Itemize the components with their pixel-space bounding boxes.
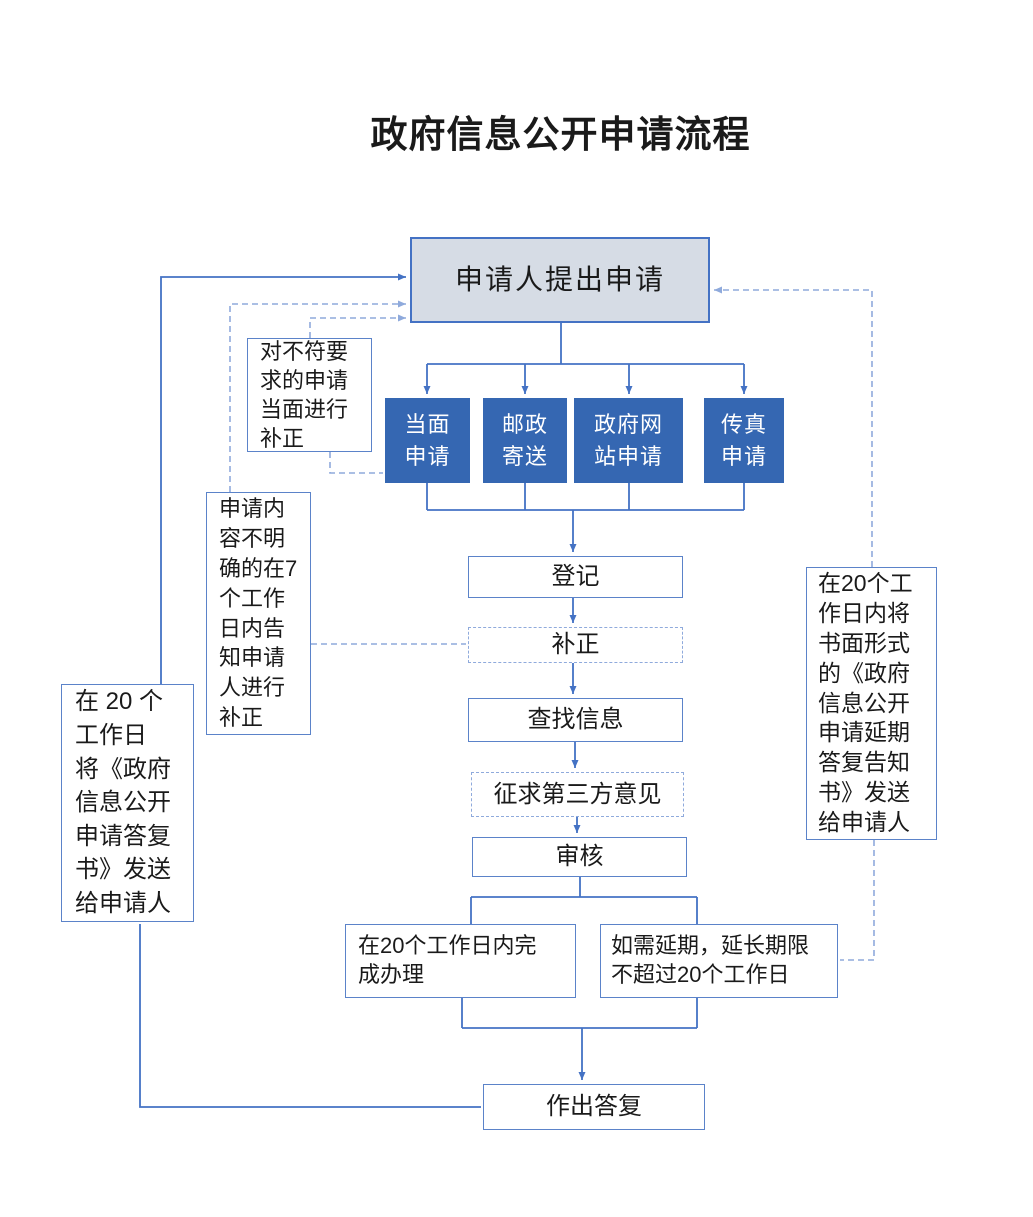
annotation-send-reply-20days: 在 20 个 工作日 将《政府 信息公开 申请答复 书》发送 给申请人	[61, 684, 194, 922]
extend-node: 如需延期，延长期限 不超过20个工作日	[600, 924, 838, 998]
register-node: 登记	[468, 556, 683, 598]
dashed-onspot-to-inperson	[329, 452, 383, 474]
annotation-onspot-correction: 对不符要 求的申请 当面进行 补正	[247, 338, 372, 452]
channel-mail-node: 邮政 寄送	[483, 398, 567, 483]
channel-website-node: 政府网 站申请	[574, 398, 683, 483]
complete-node: 在20个工作日内完 成办理	[345, 924, 576, 998]
channel-fax-node: 传真 申请	[704, 398, 784, 483]
annotation-clarify-7days: 申请内 容不明 确的在7 个工作 日内告 知申请 人进行 补正	[206, 492, 311, 735]
dashed-onspot-to-start	[309, 314, 406, 338]
correction-node: 补正	[468, 627, 683, 663]
search-info-node: 查找信息	[468, 698, 683, 742]
channel-inperson-node: 当面 申请	[385, 398, 470, 483]
reply-node: 作出答复	[483, 1084, 705, 1130]
annotation-send-extension-notice: 在20个工 作日内将 书面形式 的《政府 信息公开 申请延期 答复告知 书》发送…	[806, 567, 937, 840]
start-node: 申请人提出申请	[410, 237, 710, 323]
dashed-extension-to-extend	[840, 840, 875, 961]
third-party-node: 征求第三方意见	[471, 772, 684, 817]
review-node: 审核	[472, 837, 687, 877]
diagram-title: 政府信息公开申请流程	[370, 114, 751, 155]
